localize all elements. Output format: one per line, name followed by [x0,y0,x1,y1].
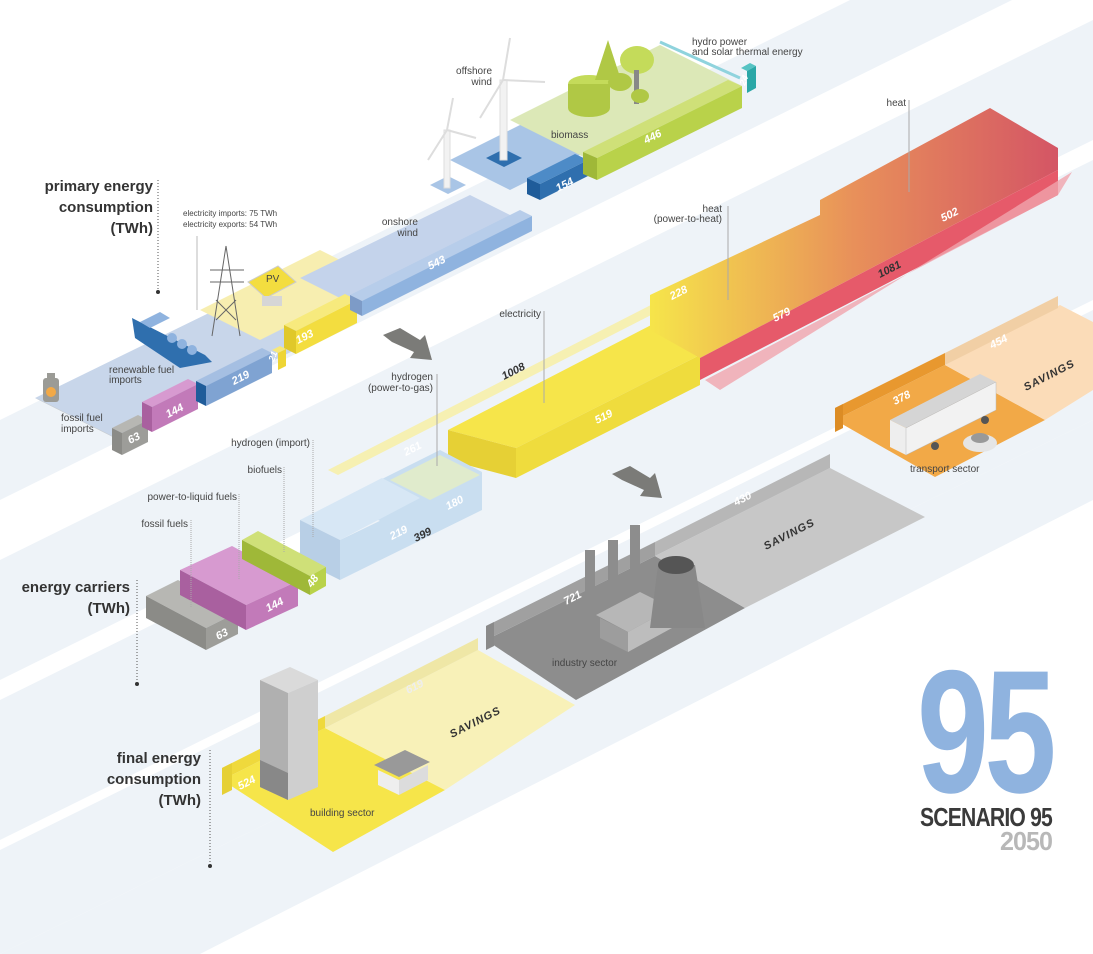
label-hydrogen-p2g-1: hydrogen [391,372,433,383]
bar-onshore-wind-543 [350,210,532,316]
label-electricity: electricity [499,309,541,320]
label-hydro-2: and solar thermal energy [692,47,803,58]
onshore-wind-turbine-icon [427,97,477,194]
transport-savings-area [945,305,1093,420]
label-onshore-wind-2: wind [396,228,418,239]
label-pv: PV [266,274,280,285]
bar-electricity-519 [448,305,700,448]
label-hydro-1: hydro power [692,37,748,48]
bus-icon [890,374,997,456]
label-hydrogen-p2g-2: (power-to-gas) [368,383,433,394]
arrow-down-right-icon-2 [612,466,662,498]
final-energy-row: 524 619 SAVINGS building sector 721 430 … [222,296,1093,852]
house-icon [374,750,430,795]
primary-energy-row: 63 144 219 21 193 543 154 446 24 fossil … [35,37,803,455]
heading-primary-3: (TWh) [111,220,153,237]
bar-offshore-wind-154 [527,154,588,200]
label-hydrogen-import: hydrogen (import) [231,438,310,449]
label-offshore-wind-2: wind [470,77,492,88]
bar-fossil-fuel-imports [112,415,148,455]
scenario-label: SCENARIO 95 [920,802,1052,832]
bar-carrier-power-to-liquid [180,546,298,630]
heading-carriers-2: (TWh) [88,600,130,617]
bar-hydro-solar-thermal-24 [741,63,756,93]
label-offshore-wind-1: offshore [456,66,492,77]
heading-final-2: consumption [107,771,201,788]
biomass-trees-icon [568,40,654,117]
bar-carrier-biofuels [242,531,326,595]
bar-renewable-fuel-imports-219 [196,348,272,406]
gas-canister-icon [43,373,59,402]
car-icon [963,433,997,452]
electricity-imports-note: electricity imports: 75 TWh [183,209,277,218]
value-electricity-imports-21: 21 [266,350,279,364]
building-savings-area [325,650,575,790]
apartment-building-icon [260,667,318,800]
label-transport-sector: transport sector [910,464,980,475]
label-renewable-fuel-imports-2: imports [109,375,142,386]
label-carrier-fossil-fuels: fossil fuels [141,519,188,530]
electricity-exports-note: electricity exports: 54 TWh [183,220,277,229]
ship-icon [132,312,212,368]
heading-final-3: (TWh) [159,792,201,809]
bar-hydrogen-p2g [390,455,480,500]
label-carrier-power-to-liquid: power-to-liquid fuels [148,492,238,503]
label-heat: heat [887,98,907,109]
value-fossil-fuel-imports: 63 [126,430,142,446]
scenario-title: 95 SCENARIO 95 2050 [917,635,1059,856]
offshore-wind-turbine-icon [479,37,546,167]
label-renewable-fuel-imports-1: renewable fuel [109,365,174,376]
value-carrier-fossil-fuels: 63 [214,626,230,642]
label-fossil-fuel-imports-1: fossil fuel [61,413,103,424]
bar-renewable-fuel-imports-144 [142,379,198,432]
factory-icon [585,525,705,652]
bar-pv-193 [284,294,357,354]
label-industry-sector: industry sector [552,658,618,669]
label-onshore-wind-1: onshore [382,217,419,228]
bar-biomass-446 [583,80,742,180]
heading-carriers-1: energy carriers [22,579,130,596]
heading-final-1: final energy [117,750,202,767]
bar-electricity-imports-21 [272,346,286,370]
scenario-big-number: 95 [917,635,1053,830]
industry-savings-area [655,468,925,608]
solar-panel-icon [247,265,297,306]
heading-primary-2: consumption [59,199,153,216]
label-biomass: biomass [551,130,588,141]
value-hydro-solar-thermal: 24 [737,74,750,88]
bar-heat-total [705,172,1072,390]
heading-primary-1: primary energy [45,178,154,195]
section-headings: primary energy consumption (TWh) energy … [22,178,212,868]
power-pylon-icon [210,245,244,337]
label-heat-p2h-1: heat [703,204,723,215]
label-building-sector: building sector [310,808,375,819]
arrow-down-right-icon [383,328,432,360]
bar-heat [650,108,1058,358]
label-fossil-fuel-imports-2: imports [61,424,94,435]
onshore-wind-area [300,195,530,308]
scenario-year: 2050 [1000,826,1053,856]
energy-carriers-row: 63 144 48 219 180 399 261 519 1008 228 5… [141,98,1072,650]
label-heat-p2h-2: (power-to-heat) [654,214,722,225]
label-carrier-biofuels: biofuels [248,465,282,476]
biomass-area [510,45,740,160]
